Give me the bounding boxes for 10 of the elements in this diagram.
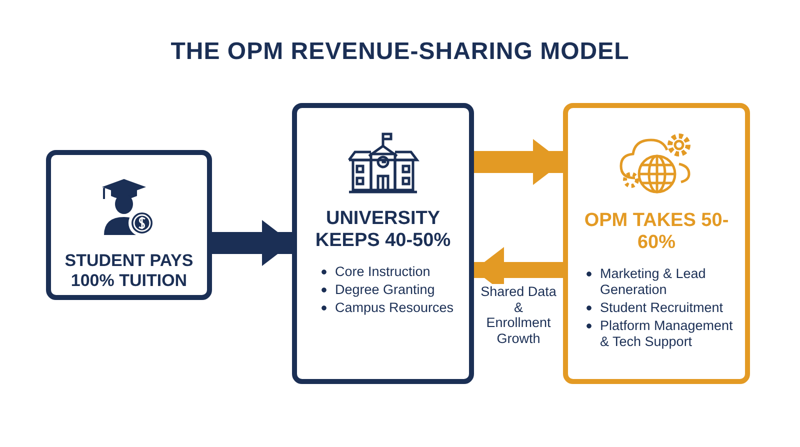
node-heading: OPM TAKES 50-60% — [583, 210, 730, 254]
node-box — [46, 150, 212, 300]
node-heading: UNIVERSITY KEEPS 40-50% — [314, 208, 452, 252]
node-box — [292, 103, 474, 384]
title: THE OPM REVENUE-SHARING MODEL — [170, 38, 630, 66]
node-heading: STUDENT PAYS 100% TUITION — [64, 251, 194, 290]
node-box — [563, 103, 750, 384]
block-arrow — [474, 139, 563, 185]
block-arrow — [212, 220, 292, 266]
edge-label: Shared Data & Enrollment Growth — [480, 284, 556, 346]
